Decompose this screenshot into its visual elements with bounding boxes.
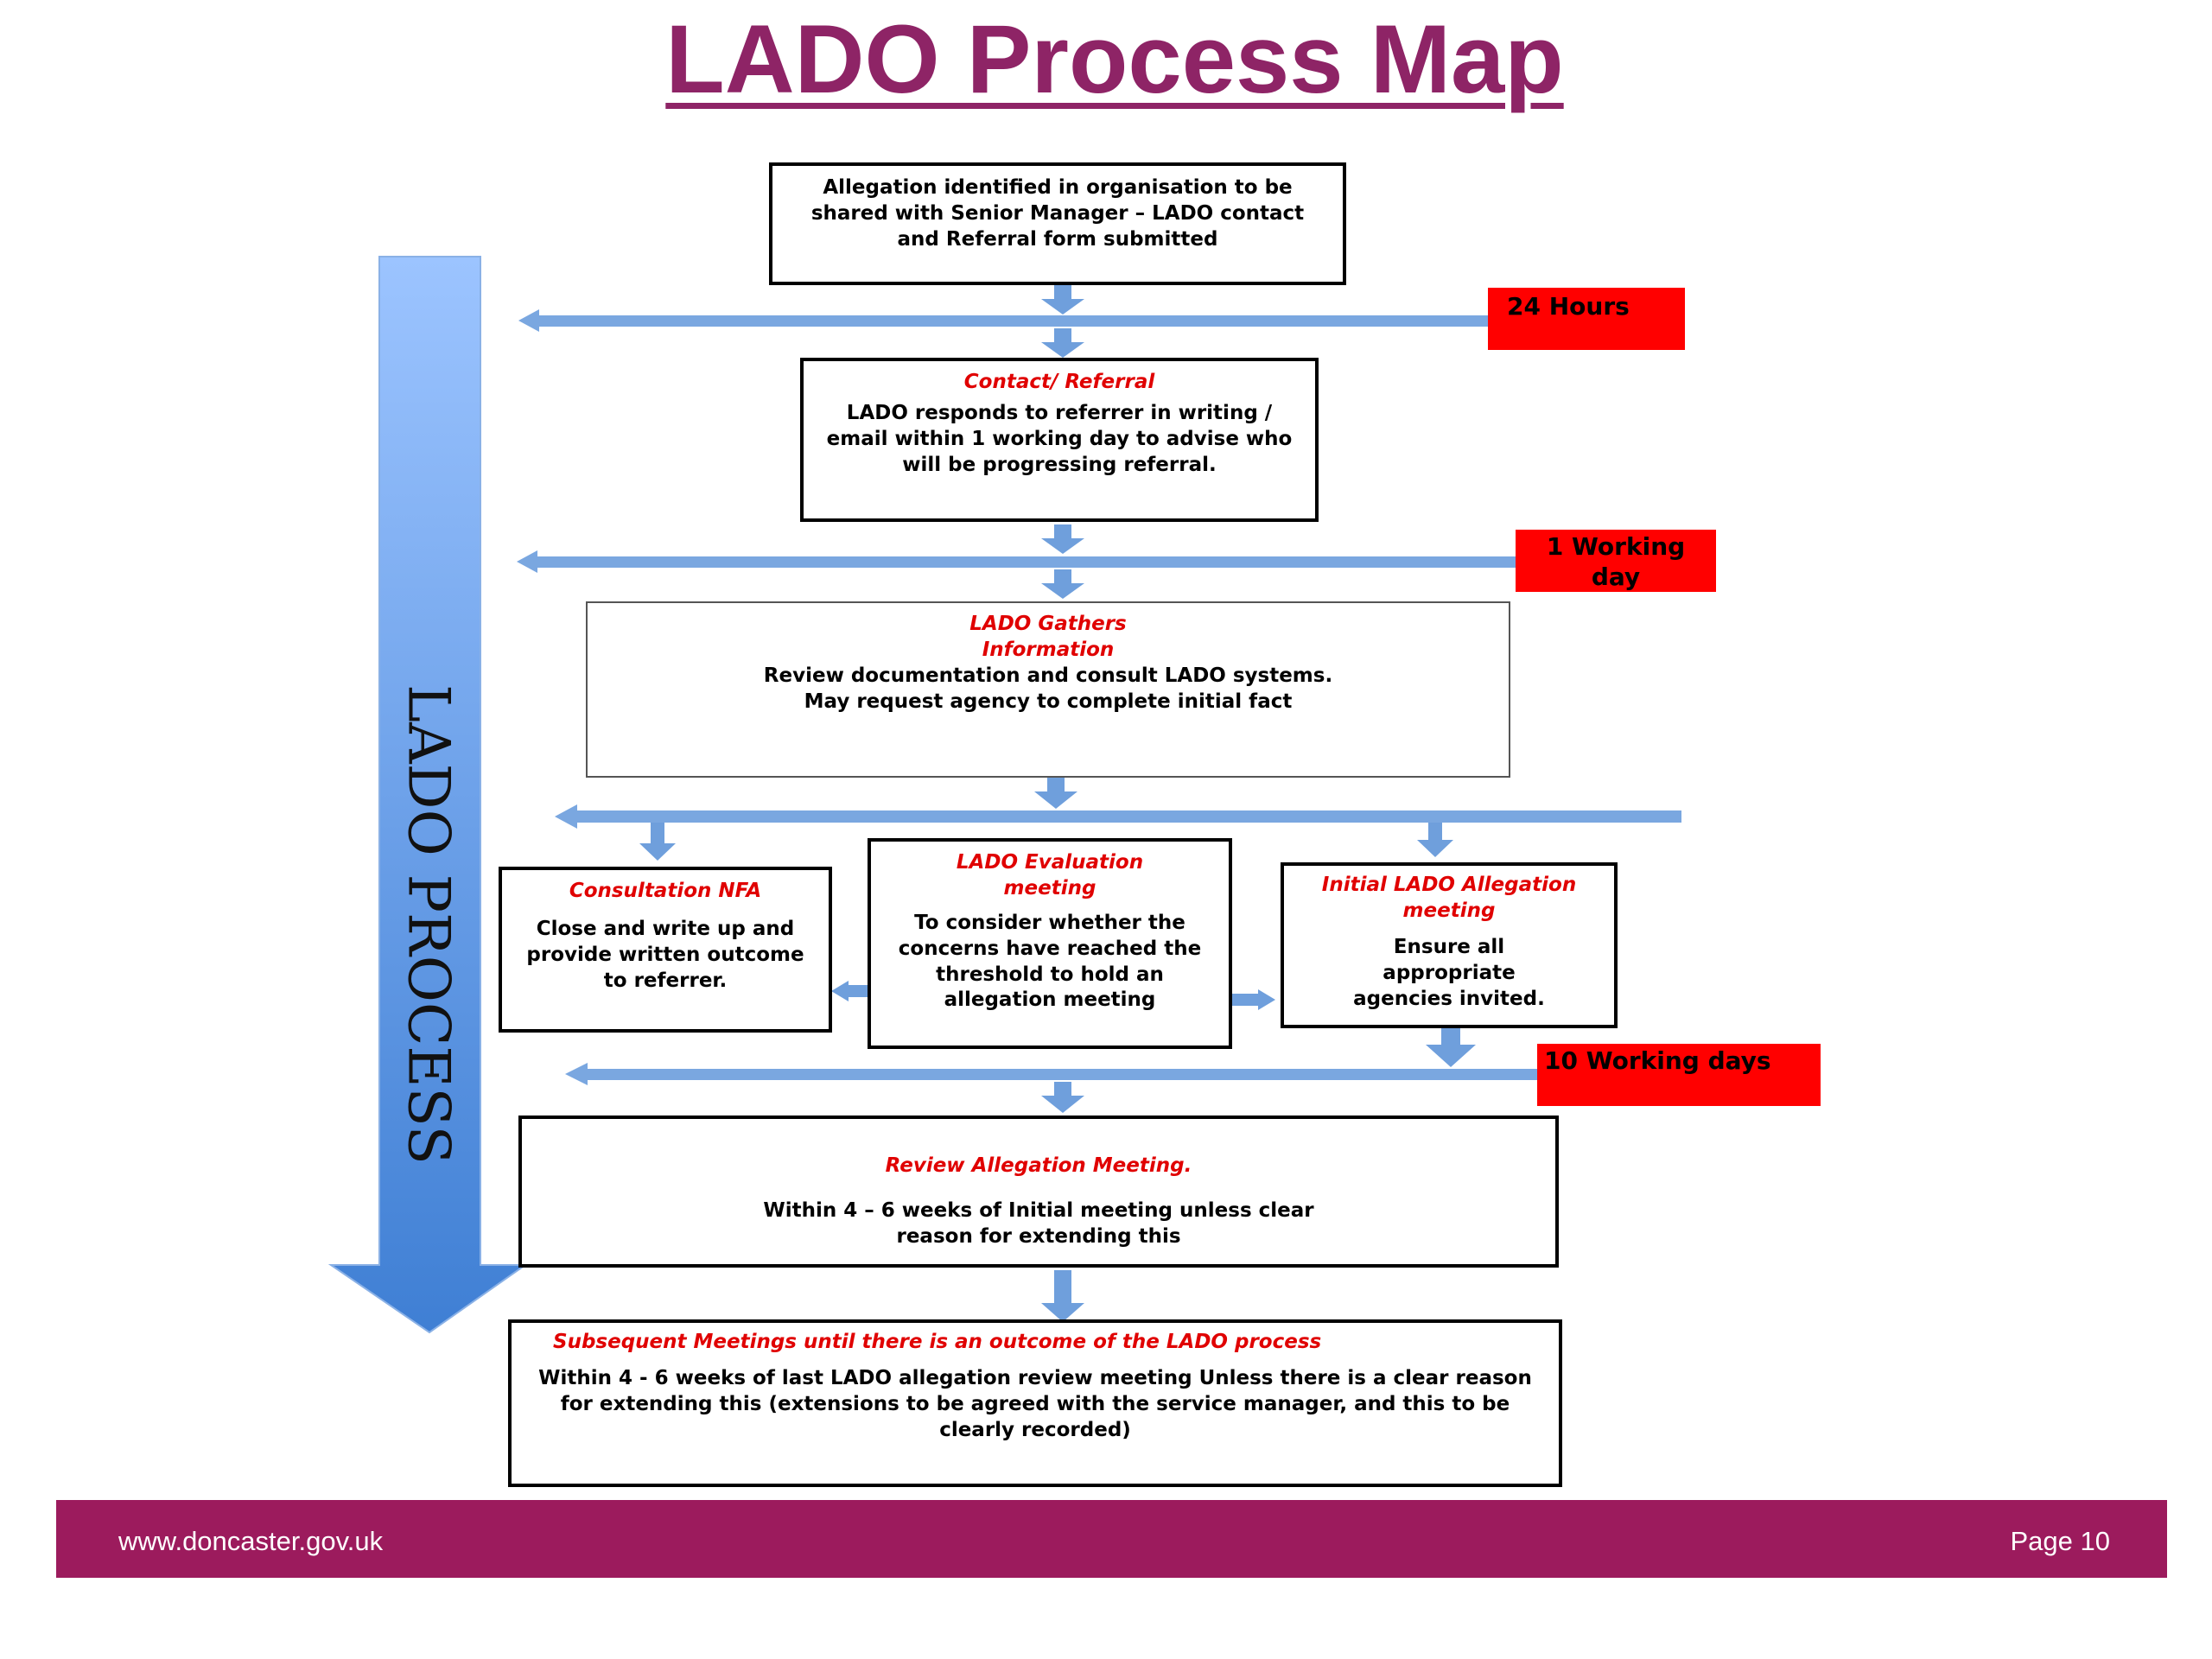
timescale-24-hours: 24 Hours bbox=[1488, 288, 1685, 350]
consultation-nfa-heading: Consultation NFA bbox=[569, 880, 762, 902]
initial-allegation-heading: Initial LADO Allegation meeting bbox=[1321, 874, 1577, 922]
down-arrow-3 bbox=[1041, 524, 1084, 554]
down-arrow-4 bbox=[1041, 569, 1084, 599]
allegation-box: Allegation identified in organisation to… bbox=[769, 162, 1346, 285]
down-arrow-1 bbox=[1041, 285, 1084, 315]
consultation-nfa-text: Close and write up and provide written o… bbox=[526, 917, 804, 992]
review-meeting-text: Within 4 – 6 weeks of Initial meeting un… bbox=[763, 1198, 1314, 1248]
footer-page-number: Page 10 bbox=[2010, 1526, 2111, 1556]
down-arrow-branch-right bbox=[1417, 823, 1453, 857]
timescale-10-working-days: 10 Working days bbox=[1537, 1044, 1821, 1106]
timeline-arrowhead-10days bbox=[565, 1063, 588, 1085]
subsequent-meetings-text: Within 4 - 6 weeks of last LADO allegati… bbox=[538, 1366, 1532, 1441]
contact-referral-heading: Contact/ Referral bbox=[963, 371, 1155, 393]
footer-website-link[interactable]: www.doncaster.gov.uk bbox=[118, 1526, 384, 1556]
subsequent-meetings-heading: Subsequent Meetings until there is an ou… bbox=[553, 1331, 1322, 1353]
subsequent-meetings-box: Subsequent Meetings until there is an ou… bbox=[508, 1319, 1562, 1487]
evaluation-meeting-text: To consider whether the concerns have re… bbox=[898, 911, 1202, 1012]
initial-allegation-box: Initial LADO Allegation meeting Ensure a… bbox=[1281, 862, 1618, 1028]
review-meeting-box: Review Allegation Meeting. Within 4 – 6 … bbox=[518, 1116, 1559, 1268]
timescale-1-working-day: 1 Working day bbox=[1516, 530, 1716, 592]
timeline-bar-10days bbox=[584, 1069, 1543, 1080]
timeline-arrowhead-1day bbox=[517, 550, 537, 573]
review-meeting-heading: Review Allegation Meeting. bbox=[885, 1154, 1192, 1177]
arrow-to-nfa bbox=[831, 981, 873, 1001]
arrow-to-initial bbox=[1232, 989, 1275, 1010]
down-arrow-2 bbox=[1041, 328, 1084, 358]
gathers-info-heading: LADO Gathers Information bbox=[969, 613, 1127, 661]
evaluation-meeting-box: LADO Evaluation meeting To consider whet… bbox=[868, 838, 1232, 1049]
timeline-arrowhead-24h bbox=[518, 309, 539, 332]
allegation-text: Allegation identified in organisation to… bbox=[810, 176, 1305, 251]
down-arrow-5 bbox=[1034, 778, 1077, 809]
page-title: LADO Process Map bbox=[665, 5, 1564, 113]
down-arrow-branch-left bbox=[639, 823, 676, 861]
contact-referral-box: Contact/ Referral LADO responds to refer… bbox=[800, 358, 1319, 522]
branch-arrowhead bbox=[555, 804, 577, 829]
evaluation-meeting-heading: LADO Evaluation meeting bbox=[956, 851, 1144, 899]
down-arrow-initial bbox=[1426, 1027, 1476, 1067]
gathers-info-text: Review documentation and consult LADO sy… bbox=[763, 664, 1333, 713]
consultation-nfa-box: Consultation NFA Close and write up and … bbox=[499, 867, 832, 1033]
timeline-bar-24h bbox=[536, 315, 1493, 327]
branch-bar bbox=[574, 810, 1681, 823]
gathers-info-box: LADO Gathers Information Review document… bbox=[586, 601, 1510, 778]
lado-process-label: LADO PROCESS bbox=[395, 684, 462, 1165]
down-arrow-6 bbox=[1041, 1082, 1084, 1113]
timeline-bar-1day bbox=[534, 556, 1524, 568]
footer-bar: www.doncaster.gov.uk Page 10 bbox=[56, 1500, 2167, 1578]
contact-referral-text: LADO responds to referrer in writing / e… bbox=[826, 401, 1293, 476]
initial-allegation-text: Ensure all appropriate agencies invited. bbox=[1353, 935, 1545, 1010]
lado-process-big-arrow bbox=[327, 256, 529, 1334]
down-arrow-7 bbox=[1041, 1270, 1084, 1322]
